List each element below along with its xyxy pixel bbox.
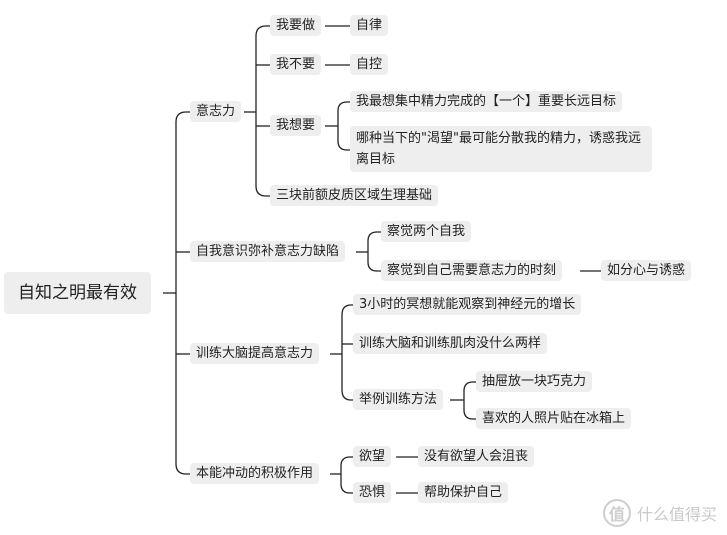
node-protect-self[interactable]: 帮助保护自己 [418,482,509,503]
node-dont-want[interactable]: 我不要 [270,54,322,75]
node-distraction-temptation[interactable]: 如分心与诱惑 [601,260,692,281]
node-no-desire[interactable]: 没有欲望人会沮丧 [418,446,535,467]
node-self-discipline[interactable]: 自律 [350,15,389,36]
node-instinct[interactable]: 本能冲动的积极作用 [190,463,320,484]
node-chocolate[interactable]: 抽屉放一块巧克力 [476,371,593,392]
node-i-want[interactable]: 我想要 [270,115,322,136]
node-two-selves[interactable]: 察觉两个自我 [381,221,472,242]
node-notice-need[interactable]: 察觉到自己需要意志力的时刻 [381,260,563,281]
node-examples[interactable]: 举例训练方法 [353,389,444,410]
watermark-badge-icon: 值 [602,499,631,527]
node-meditation[interactable]: 3小时的冥想就能观察到神经元的增长 [353,294,582,315]
node-photo-fridge[interactable]: 喜欢的人照片贴在冰箱上 [476,408,632,429]
root-node[interactable]: 自知之明最有效 [4,272,151,314]
watermark-text: 什么值得买 [636,505,717,524]
node-want-to-do[interactable]: 我要做 [270,15,322,36]
node-self-awareness[interactable]: 自我意识弥补意志力缺陷 [190,241,346,262]
node-main-goal[interactable]: 我最想集中精力完成的【一个】重要长远目标 [350,91,623,112]
node-willpower[interactable]: 意志力 [190,101,242,122]
node-prefrontal[interactable]: 三块前额皮质区域生理基础 [270,185,439,206]
node-self-control[interactable]: 自控 [350,54,389,75]
watermark: 值 什么值得买 [602,499,717,527]
node-desire[interactable]: 欲望 [353,446,392,467]
node-brain-muscle[interactable]: 训练大脑和训练肌肉没什么两样 [353,333,548,354]
node-distraction-desire[interactable]: 哪种当下的"渴望"最可能分散我的精力，诱惑我远离目标 [350,126,652,172]
node-fear[interactable]: 恐惧 [353,482,392,503]
node-train-brain[interactable]: 训练大脑提高意志力 [190,343,320,364]
